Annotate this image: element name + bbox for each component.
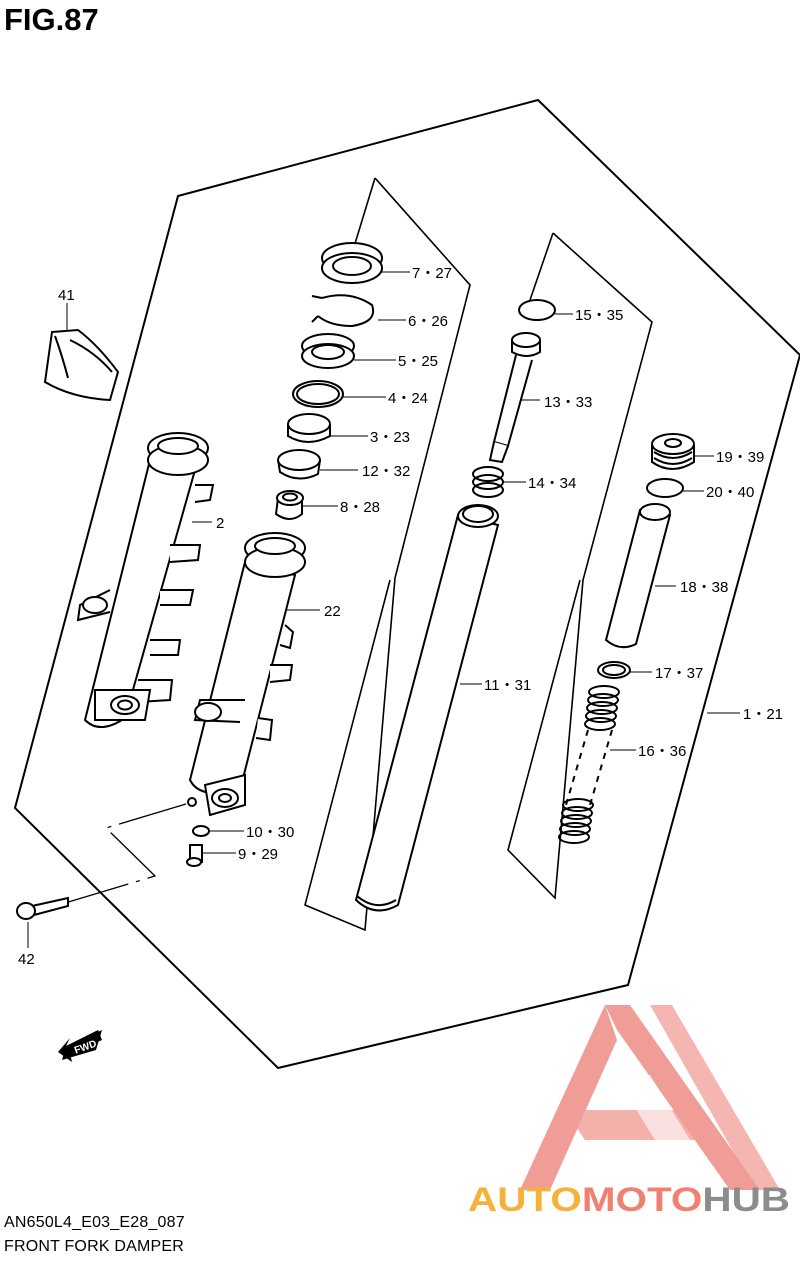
callout-6: 6・26 [408,313,448,330]
spacer-part-18 [604,503,672,649]
callout-2: 2 [216,515,224,532]
o-ring-part-20 [646,478,684,498]
callout-8: 8・28 [340,499,380,516]
bushing-part-12 [277,449,321,480]
callout-13: 13・33 [544,394,592,411]
figure-code: AN650L4_E03_E28_087 [4,1214,185,1231]
inner-tube-panel [304,177,471,932]
callout-41: 41 [58,287,75,304]
damper-panel [507,232,653,900]
callout-10: 10・30 [246,824,294,841]
damper-rod-part-13 [488,332,541,464]
callout-20: 20・40 [706,484,754,501]
callout-18: 18・38 [680,579,728,596]
cover-part-41 [43,328,120,402]
ring-part-15 [518,299,556,321]
fork-spring-part-16 [558,685,620,844]
outer-tube-part-2 [76,432,215,728]
washer-part-4 [292,380,344,408]
washer-part-17 [597,661,631,679]
bolt-42-leader [64,803,187,904]
watermark-logo [520,1005,780,1190]
callout-11: 11・31 [484,677,531,694]
callout-7: 7・27 [412,265,452,282]
watermark-part1: AUTO [468,1181,582,1219]
cap-bolt-part-19 [651,433,695,470]
bushing-part-3 [287,413,331,443]
dust-seal-part-7 [321,242,383,284]
callout-22: 22 [324,603,341,620]
assembly-frame [13,98,800,1070]
callout-5: 5・25 [398,353,438,370]
inner-tube-part-11 [354,504,500,912]
figure-title: FIG.87 [4,2,99,37]
callout-3: 3・23 [370,429,410,446]
callout-15: 15・35 [575,307,623,324]
oil-lock-part-8 [274,490,304,520]
bolt-part-9 [186,844,203,867]
rebound-spring-part-14 [472,466,504,498]
snap-ring-part-6 [311,294,374,328]
callout-16: 16・36 [638,743,686,760]
callout-9: 9・29 [238,846,278,863]
callout-19: 19・39 [716,449,764,466]
bolt-part-42 [16,896,69,920]
watermark-part2: MOTO [582,1181,703,1219]
outer-tube-part-22 [187,532,306,817]
watermark-part3: HUB [702,1181,790,1219]
callout-14: 14・34 [528,475,576,492]
callout-42: 42 [18,951,35,968]
callout-4: 4・24 [388,390,428,407]
callout-17: 17・37 [655,665,703,682]
callout-12: 12・32 [362,463,410,480]
gasket-part-10 [192,825,210,837]
forward-arrow-icon: FWD [58,1030,102,1062]
callout-1: 1・21 [743,706,783,723]
figure-name: FRONT FORK DAMPER [4,1238,185,1255]
oil-seal-part-5 [301,333,355,369]
